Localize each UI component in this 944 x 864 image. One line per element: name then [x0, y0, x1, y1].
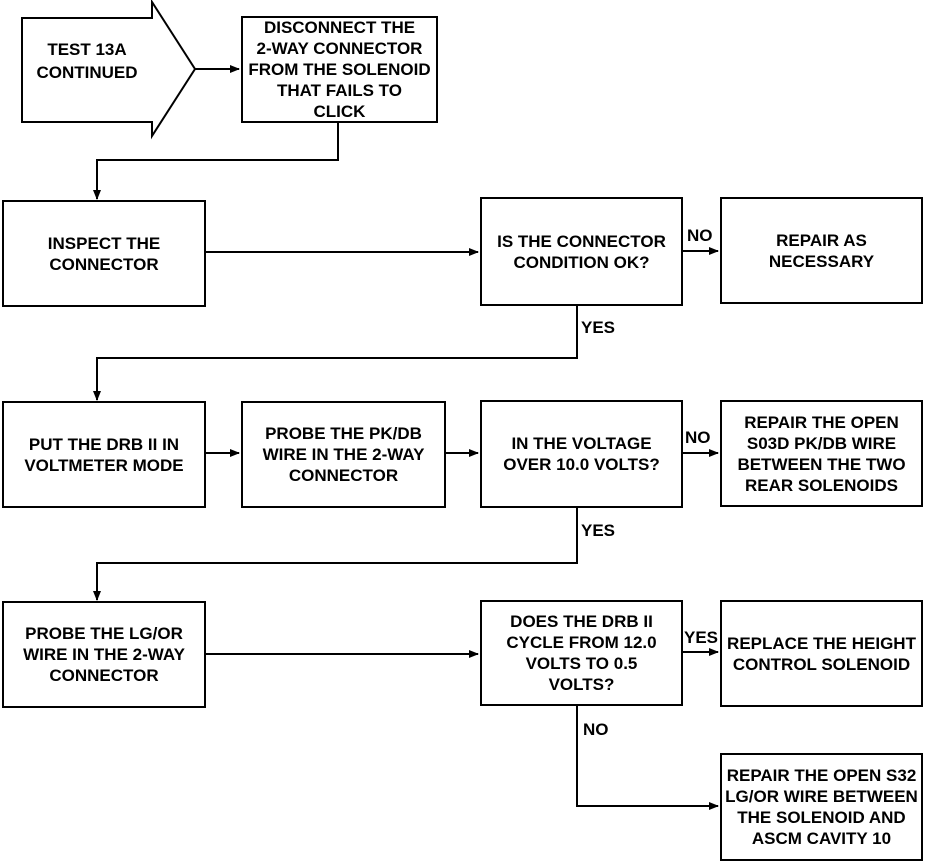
- step-repair-as-necessary: REPAIR AS NECESSARY: [720, 197, 923, 304]
- step-disconnect-connector: DISCONNECT THE 2-WAY CONNECTOR FROM THE …: [241, 16, 438, 123]
- label-no-voltage: NO: [685, 428, 711, 447]
- label-yes-condition: YES: [581, 318, 616, 337]
- decision-connector-condition: IS THE CONNECTOR CONDITION OK?: [480, 197, 683, 306]
- step-put-drb-voltmeter: PUT THE DRB II IN VOLTMETER MODE: [2, 401, 206, 508]
- start-label: TEST 13A CONTINUED: [36, 40, 138, 82]
- step-probe-lgor-wire: PROBE THE LG/OR WIRE IN THE 2-WAY CONNEC…: [2, 601, 206, 708]
- edge-cycle-no: [576, 706, 719, 810]
- step-probe-pkdb-wire: PROBE THE PK/DB WIRE IN THE 2-WAY CONNEC…: [241, 401, 446, 508]
- edge-disconnect-to-inspect: [93, 123, 339, 200]
- step-inspect-connector: INSPECT THE CONNECTOR: [2, 200, 206, 307]
- label-no-cycle: NO: [583, 720, 609, 739]
- step-replace-height-solenoid: REPLACE THE HEIGHT CONTROL SOLENOID: [720, 600, 923, 707]
- decision-voltage-over-10: IN THE VOLTAGE OVER 10.0 VOLTS?: [480, 400, 683, 508]
- start-arrow-shape: [21, 0, 197, 140]
- label-no-condition: NO: [687, 226, 713, 245]
- edge-condition-yes: [93, 306, 578, 401]
- step-repair-s03d-wire: REPAIR THE OPEN S03D PK/DB WIRE BETWEEN …: [720, 400, 923, 507]
- step-repair-s32-wire: REPAIR THE OPEN S32 LG/OR WIRE BETWEEN T…: [720, 753, 923, 861]
- edge-voltage-yes: [93, 508, 578, 601]
- decision-drb-cycle: DOES THE DRB II CYCLE FROM 12.0 VOLTS TO…: [480, 600, 683, 706]
- label-yes-cycle: YES: [684, 628, 719, 647]
- label-yes-voltage: YES: [581, 521, 616, 540]
